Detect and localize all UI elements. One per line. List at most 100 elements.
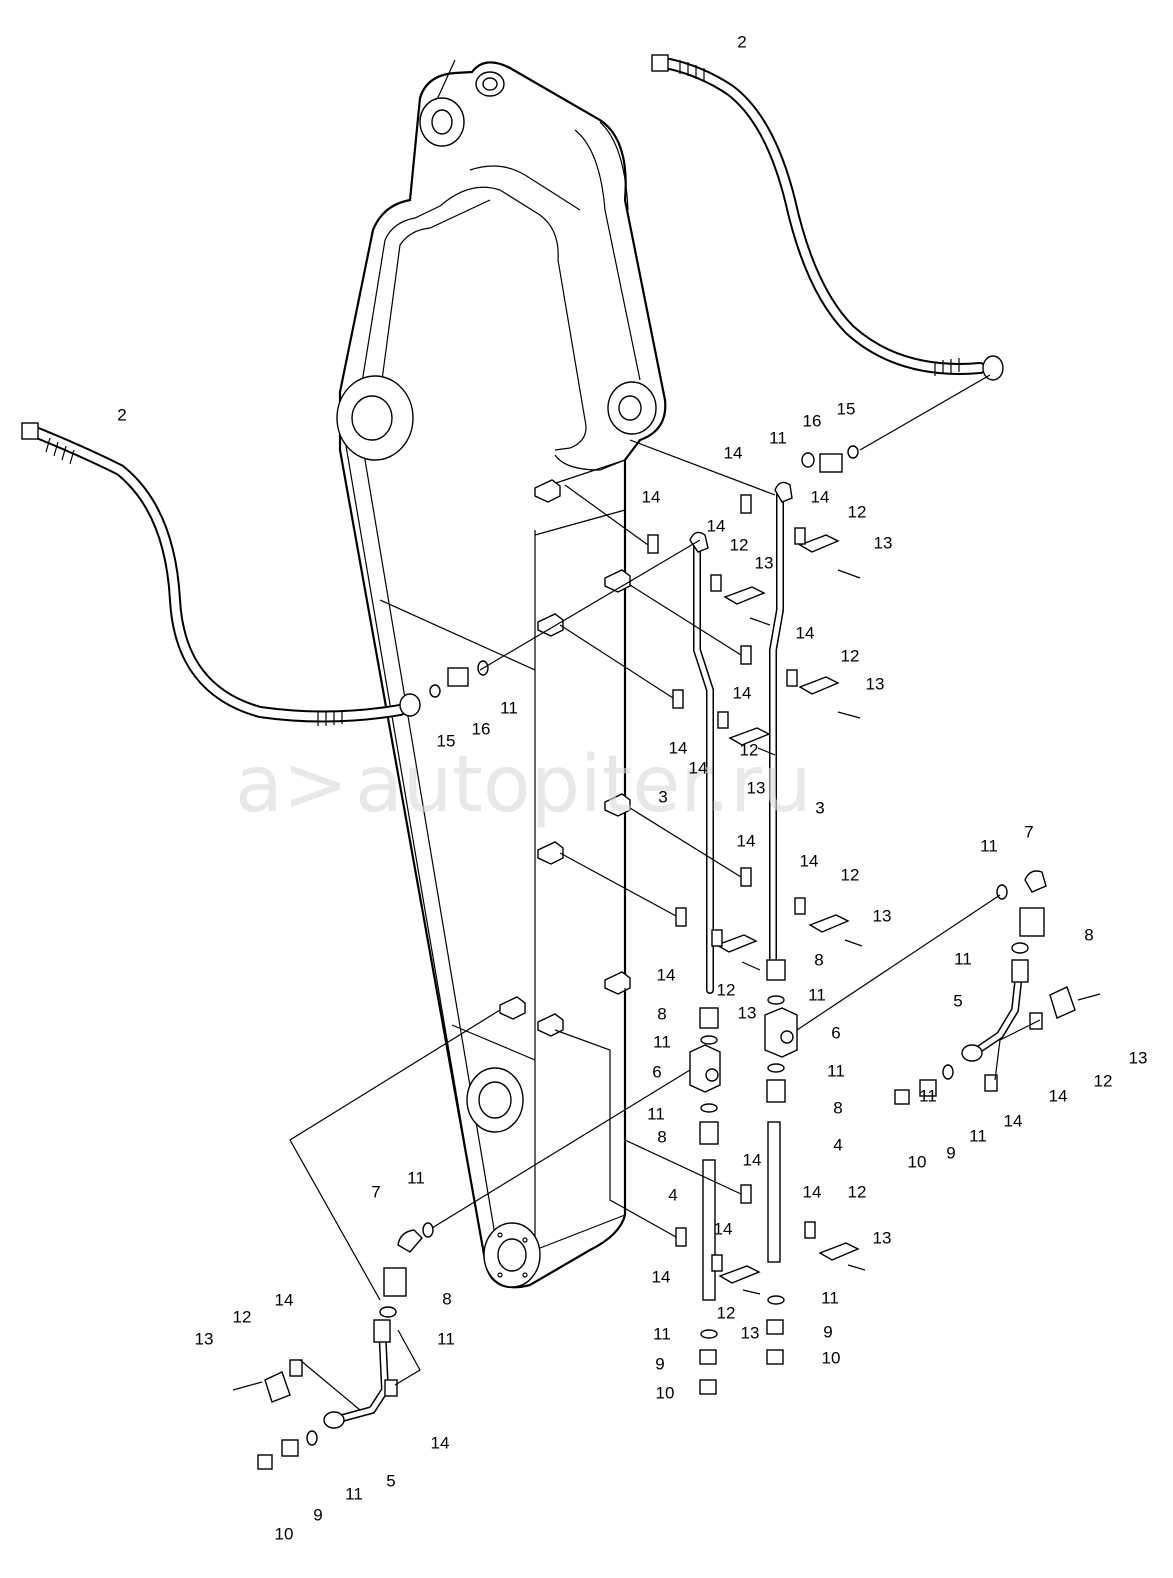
boom-body	[336, 59, 667, 1289]
tube-3-left	[689, 531, 714, 994]
adapter-16-top	[819, 453, 843, 473]
adapter-8-c	[766, 959, 786, 981]
callout-9-a: 9	[313, 1506, 322, 1525]
callout-13-b: 13	[755, 554, 774, 573]
callout-14-s: 14	[689, 759, 708, 778]
callout-13-i: 13	[195, 1330, 214, 1349]
fitting-9-b	[919, 1079, 937, 1097]
fitting-10-c	[699, 1379, 717, 1395]
o-ring-15-left	[429, 684, 441, 698]
callout-8-c: 8	[814, 951, 823, 970]
callout-12-g: 12	[848, 1183, 867, 1202]
callout-12-f: 12	[717, 981, 736, 1000]
callout-11-g: 11	[808, 986, 826, 1005]
callout-9-c: 9	[655, 1355, 664, 1374]
watermark-site: autopiter.ru	[355, 740, 812, 830]
watermark-logo: a>	[235, 740, 348, 830]
callout-13-h: 13	[741, 1324, 760, 1343]
tube-4-right	[767, 1121, 781, 1263]
bent-tube-5-left	[323, 1319, 391, 1429]
bent-tube-5-right	[961, 959, 1029, 1062]
callout-13-a: 13	[874, 534, 893, 553]
callout-10-a: 10	[275, 1525, 294, 1544]
callout-12-d: 12	[740, 741, 759, 760]
callout-16-top: 16	[803, 412, 822, 431]
callout-13-e: 13	[873, 907, 892, 926]
callout-11-d: 11	[980, 837, 998, 856]
callout-12-h: 12	[717, 1304, 736, 1323]
callout-13-f: 13	[738, 1004, 757, 1023]
elbow-7-right	[1024, 870, 1047, 893]
callout-8-a: 8	[442, 1290, 451, 1309]
callout-10-c: 10	[656, 1384, 675, 1403]
callout-14-f: 14	[733, 684, 752, 703]
callout-14-k: 14	[743, 1151, 762, 1170]
callout-2-top: 2	[737, 33, 746, 52]
callout-4-left: 4	[668, 1186, 677, 1205]
callout-11-k: 11	[821, 1289, 839, 1308]
callout-11-l: 11	[653, 1325, 671, 1344]
callout-9-b: 9	[946, 1144, 955, 1163]
adapter-8-a	[383, 1267, 407, 1297]
callout-8-e: 8	[833, 1099, 842, 1118]
callout-14-a: 14	[724, 444, 743, 463]
callout-14-d: 14	[707, 517, 726, 536]
adapter-8-b	[1019, 907, 1045, 937]
callout-14-p: 14	[431, 1434, 450, 1453]
block-6-right	[764, 1007, 798, 1058]
callout-11-c: 11	[345, 1485, 363, 1504]
callout-13-c: 13	[866, 675, 885, 694]
o-ring-15-top	[847, 445, 859, 459]
callout-15-left: 15	[437, 732, 456, 751]
callout-12-b: 12	[730, 536, 749, 555]
callout-15-top: 15	[837, 400, 856, 419]
callout-14-b: 14	[811, 488, 830, 507]
callout-9-d: 9	[823, 1323, 832, 1342]
callout-12-c: 12	[841, 647, 860, 666]
callout-13-g: 13	[873, 1229, 892, 1248]
fitting-10-d	[766, 1349, 784, 1365]
callout-14-c: 14	[642, 488, 661, 507]
callout-14-i: 14	[800, 852, 819, 871]
callout-12-i: 12	[233, 1308, 252, 1327]
callout-4-right: 4	[833, 1136, 842, 1155]
callout-14-l: 14	[803, 1183, 822, 1202]
adapter-8-d	[699, 1007, 719, 1029]
leader-lines	[289, 374, 1041, 1411]
callout-11-h: 11	[827, 1062, 845, 1081]
callout-11-j: 11	[647, 1105, 665, 1124]
callout-12-e: 12	[841, 866, 860, 885]
callout-11-i: 11	[653, 1033, 671, 1052]
adapter-8-e	[766, 1079, 786, 1103]
callout-12-j: 12	[1094, 1072, 1113, 1091]
fitting-10-a	[257, 1454, 273, 1470]
callout-5-left: 5	[386, 1472, 395, 1491]
callout-11-n: 11	[500, 699, 518, 718]
adapter-8-f	[699, 1121, 719, 1145]
callout-14-h: 14	[737, 832, 756, 851]
callout-16-left: 16	[472, 720, 491, 739]
callout-11-e: 11	[954, 950, 972, 969]
block-6-left	[689, 1044, 721, 1093]
callout-11-f: 11	[969, 1127, 987, 1146]
callout-6-left: 6	[652, 1063, 661, 1082]
tube-3-right	[769, 481, 793, 964]
callout-13-d: 13	[747, 779, 766, 798]
callout-11-o: 11	[919, 1087, 937, 1106]
callout-11-b: 11	[437, 1330, 455, 1349]
callout-14-r: 14	[1004, 1112, 1023, 1131]
callout-14-e: 14	[796, 624, 815, 643]
callout-numbers: 2 2 3 3 4 4 5 5 6 6 7 7 8 8 8 8 8 8 9 9 …	[117, 33, 1147, 1544]
callout-14-o: 14	[275, 1291, 294, 1310]
hose-2-top-right	[651, 54, 1004, 381]
callout-10-d: 10	[822, 1349, 841, 1368]
callout-8-b: 8	[1084, 926, 1093, 945]
callout-8-f: 8	[657, 1128, 666, 1147]
callout-12-a: 12	[848, 503, 867, 522]
elbow-7-left	[397, 1229, 423, 1253]
callout-14-m: 14	[714, 1220, 733, 1239]
callout-13-j: 13	[1129, 1049, 1148, 1068]
callout-7-right: 7	[1024, 823, 1033, 842]
callout-14-q: 14	[1049, 1087, 1068, 1106]
